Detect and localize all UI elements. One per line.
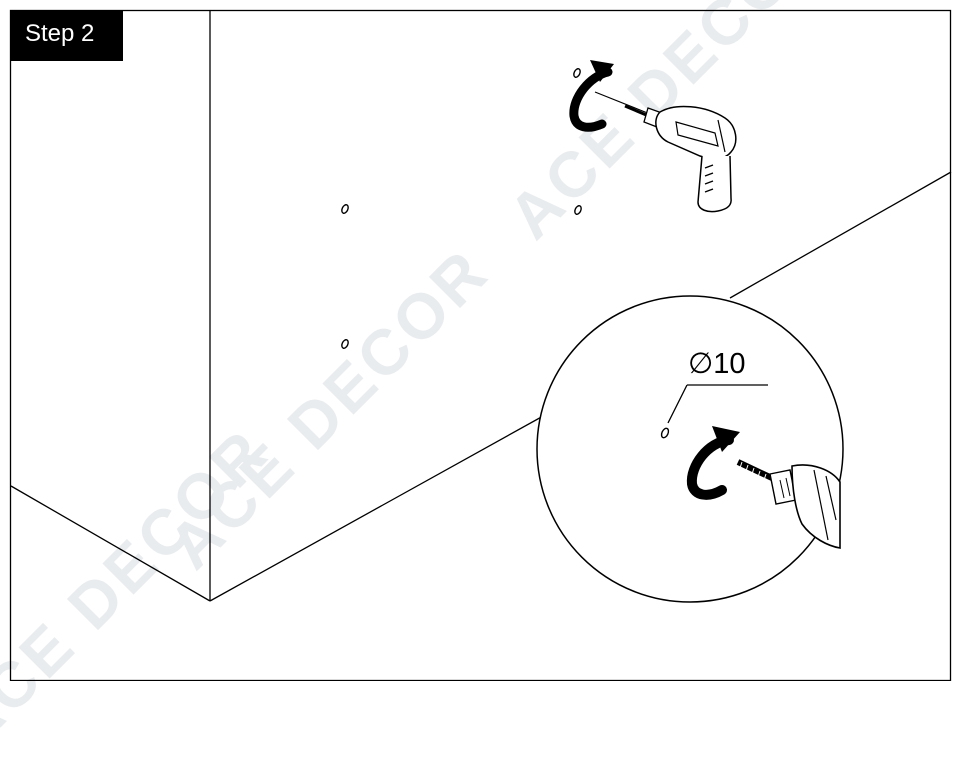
hole-mark-icon [341,339,349,349]
dimension-leader [660,384,768,439]
hole-mark-icon [341,204,349,214]
drill-icon [769,464,841,549]
diagram-lines [9,9,952,681]
rotation-arrow-icon [569,60,614,132]
dimension-value: 10 [713,348,746,380]
hole-mark-icon [573,68,581,78]
magnifier-circle [536,295,844,603]
diameter-symbol: ∅ [688,348,714,380]
step-label: Step 2 [11,11,123,61]
drill-icon [594,91,737,213]
rotation-arrow-icon [686,426,740,500]
cabinet-bottom-left-edge [10,485,211,602]
cabinet-bottom-right-edge-far [729,171,952,299]
cabinet-bottom-right-edge [209,414,546,602]
screw-icon [736,459,774,481]
frame-border [9,9,952,681]
hole-mark-icon [574,205,582,215]
dimension-label: ∅10 [688,346,768,382]
